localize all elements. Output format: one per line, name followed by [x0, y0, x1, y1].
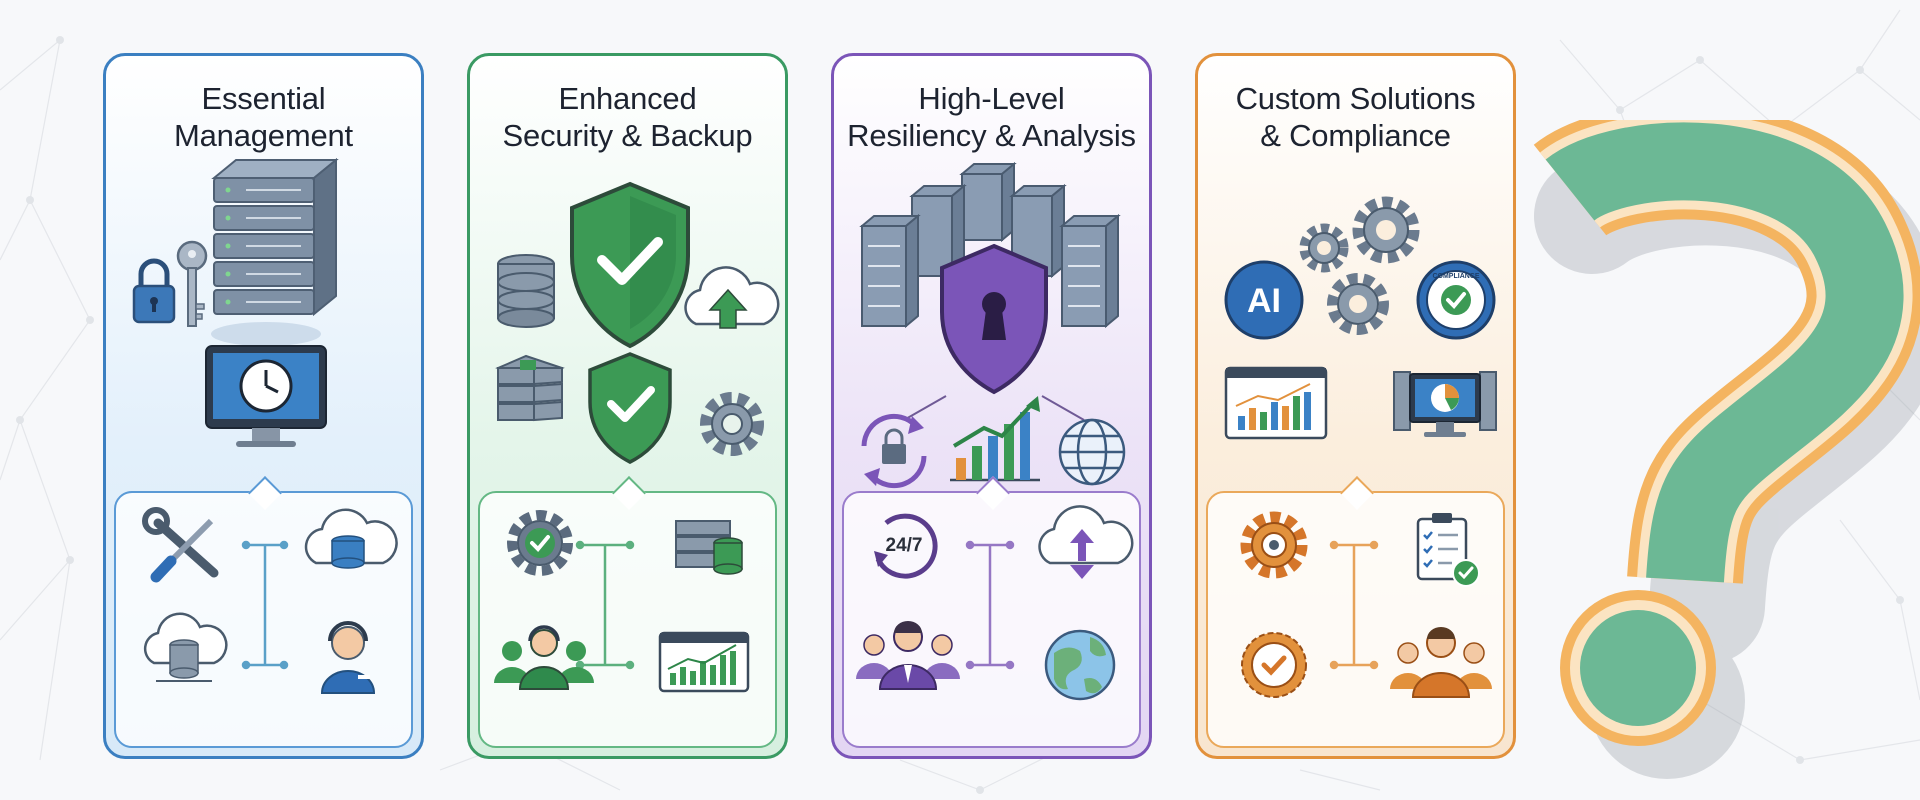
- lower-panel: [478, 476, 777, 748]
- key-icon: [176, 240, 208, 327]
- lower-panel: [114, 476, 413, 748]
- wrench-screwdriver-icon: [142, 507, 219, 583]
- business-team-icon: [856, 621, 960, 690]
- card-essential-management: Essential Management: [103, 53, 424, 759]
- title-line-1: High-Level: [918, 81, 1065, 116]
- gear-check-icon: [507, 510, 573, 576]
- analytics-browser-icon: [658, 631, 750, 693]
- monitor-clock-icon: [205, 345, 327, 447]
- title-line-2: Security & Backup: [502, 118, 753, 153]
- cloud-storage-icon: [143, 612, 228, 682]
- shield-check-small-icon: [588, 352, 672, 464]
- database-icon: [497, 254, 555, 328]
- title-line-2: Resiliency & Analysis: [847, 118, 1136, 153]
- cloud-database-icon: [304, 508, 398, 569]
- title-line-2: & Compliance: [1260, 118, 1451, 153]
- lower-panel: [1206, 476, 1505, 748]
- shield-check-icon: [570, 181, 690, 349]
- card-title: Essential Management: [106, 80, 421, 154]
- cloud-upload-icon: [684, 266, 780, 329]
- world-icon: [1044, 629, 1116, 701]
- growth-chart-icon: [950, 396, 1040, 482]
- card-title: Enhanced Security & Backup: [470, 80, 785, 154]
- title-line-1: Essential: [201, 81, 326, 116]
- dashboard-chart-icon: [1224, 366, 1328, 440]
- team-support-icon: [494, 625, 594, 690]
- compliance-label: COMPLIANCE: [1432, 273, 1479, 280]
- support-agent-icon: [320, 621, 376, 694]
- title-line-1: Enhanced: [558, 81, 697, 116]
- globe-icon: [1058, 418, 1126, 486]
- padlock-icon: [132, 258, 176, 324]
- checklist-clipboard-icon: [1416, 513, 1480, 587]
- card-high-level-resiliency-analysis: High-Level Resiliency & Analysis: [831, 53, 1152, 759]
- cloud-sync-icon: [1038, 505, 1134, 579]
- ai-label: AI: [1247, 282, 1281, 320]
- gears-icon: [1299, 196, 1420, 335]
- ai-badge-icon: AI: [1224, 260, 1304, 340]
- card-custom-solutions-compliance: Custom Solutions & Compliance AI COMPLIA…: [1195, 53, 1516, 759]
- shield-keyhole-icon: [940, 243, 1048, 395]
- server-chip-icon: [495, 354, 565, 422]
- lock-sync-icon: [861, 413, 927, 489]
- clock-24-7-icon: 24/7: [874, 513, 938, 579]
- badge-check-icon: [1241, 632, 1307, 698]
- title-line-1: Custom Solutions: [1235, 81, 1476, 116]
- card-title: High-Level Resiliency & Analysis: [834, 80, 1149, 154]
- gear-icon: [700, 392, 764, 456]
- computer-pie-chart-icon: [1393, 371, 1497, 437]
- clock-label: 24/7: [886, 535, 923, 556]
- question-mark-icon: [1470, 120, 1920, 779]
- server-stack-icon: [211, 157, 339, 346]
- title-line-2: Management: [174, 118, 353, 153]
- team-group-icon: [1390, 627, 1492, 698]
- card-enhanced-security-backup: Enhanced Security & Backup: [467, 53, 788, 759]
- lower-panel: 24/7: [842, 476, 1141, 748]
- card-title: Custom Solutions & Compliance: [1198, 80, 1513, 154]
- server-database-icon: [675, 520, 743, 575]
- compliance-seal-icon: COMPLIANCE: [1416, 260, 1496, 340]
- gear-settings-icon: [1240, 511, 1308, 579]
